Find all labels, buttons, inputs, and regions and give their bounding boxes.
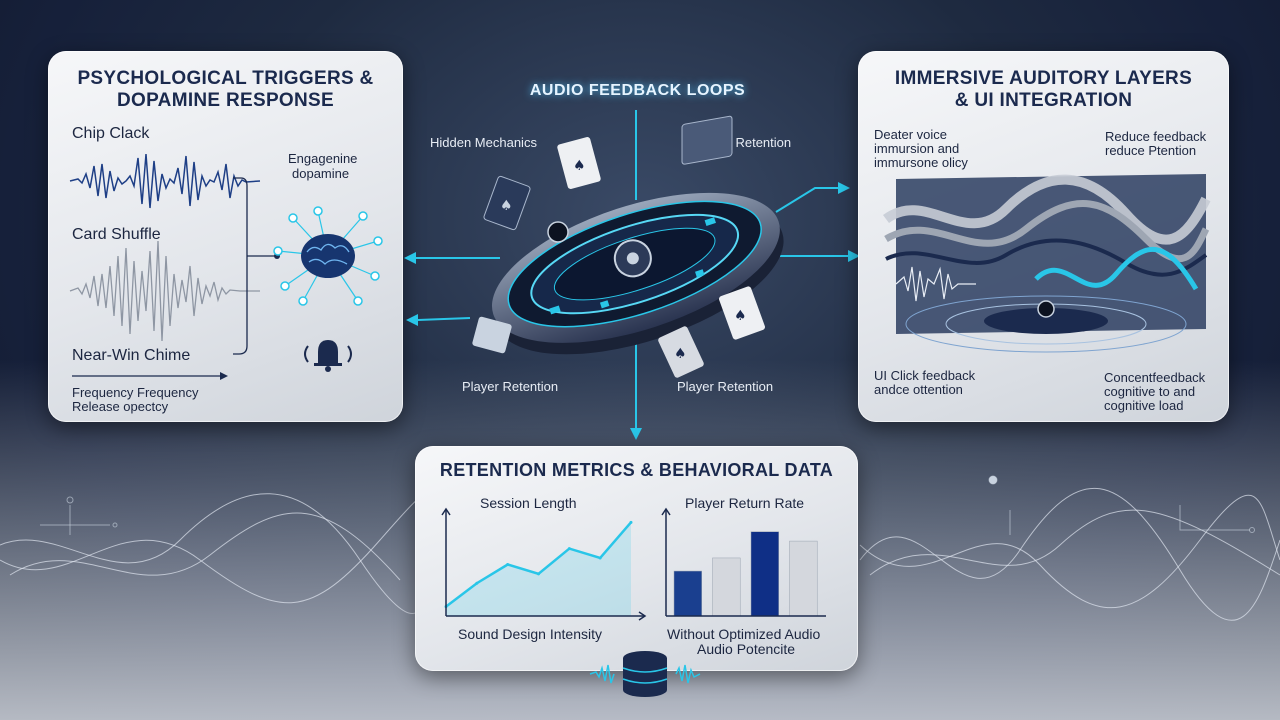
- session-length-area: [446, 522, 631, 616]
- sound-design-intensity-label: Sound Design Intensity: [458, 626, 602, 642]
- player-return-rate-chart: [661, 507, 826, 617]
- svg-text:♠: ♠: [500, 198, 513, 214]
- bottom-panel-title: RETENTION METRICS & BEHAVIORAL DATA: [439, 460, 834, 480]
- cognitive-load-label-line3: cognitive load: [1104, 398, 1184, 413]
- reduce-feedback-label-line1: Reduce feedback: [1105, 129, 1207, 144]
- dealer-voice-label-line1: Deater voice: [874, 127, 947, 142]
- brain-icon: [273, 206, 383, 306]
- left-panel-psychological-triggers: PSYCHOLOGICAL TRIGGERS & DOPAMINE RESPON…: [48, 51, 403, 422]
- brain-label-line1: Engagenine: [288, 151, 358, 166]
- reduce-feedback-label-line2: reduce Ptention: [1105, 143, 1197, 158]
- auditory-layers-illustration: [883, 174, 1211, 353]
- return-rate-bar: [750, 531, 779, 617]
- chip-clack-waveform: [69, 153, 261, 209]
- ui-click-label-line1: UI Click feedback: [874, 368, 976, 383]
- return-rate-bar: [712, 557, 741, 617]
- cognitive-load-label-line1: Concentfeedback: [1104, 370, 1206, 385]
- svg-text:♠: ♠: [734, 308, 747, 324]
- database-icon: [589, 651, 701, 697]
- card-shuffle-label: Card Shuffle: [72, 226, 161, 243]
- bottom-panel-retention-metrics: RETENTION METRICS & BEHAVIORAL DATA Sess…: [415, 446, 858, 671]
- bar-xlabel-line2: Audio Potencite: [697, 641, 796, 657]
- session-length-point: [537, 572, 540, 576]
- bar-xlabel-line1: Without Optimized Audio: [667, 626, 821, 642]
- chip-clack-label: Chip Clack: [72, 125, 150, 142]
- svg-text:♠: ♠: [573, 158, 586, 174]
- audio-feedback-loops-title: AUDIO FEEDBACK LOOPS: [529, 82, 746, 99]
- bar-chart-y-arrow: [661, 507, 671, 516]
- frequency-arrow: [72, 372, 228, 380]
- player-retention-bottom-left-label: Player Retention: [462, 379, 559, 394]
- session-length-chart: [441, 507, 647, 621]
- session-length-title: Session Length: [480, 495, 577, 511]
- session-length-point: [629, 520, 633, 524]
- session-length-point: [506, 563, 510, 566]
- session-length-point: [567, 547, 571, 551]
- player-return-rate-title: Player Return Rate: [685, 495, 805, 511]
- cognitive-load-label-line2: cognitive to and: [1104, 384, 1196, 399]
- brain-label-line2: dopamine: [292, 166, 350, 181]
- player-retention-bottom-right-label: Player Retention: [677, 379, 774, 394]
- return-rate-bar: [673, 570, 702, 617]
- dealer-voice-label-line3: immursone olicy: [874, 155, 968, 170]
- svg-text:♠: ♠: [674, 346, 687, 362]
- near-win-chime-label: Near-Win Chime: [72, 347, 191, 364]
- bell-icon: [304, 340, 352, 372]
- session-length-point: [475, 581, 479, 585]
- frequency-label-line1: Frequency Frequency: [72, 385, 199, 400]
- card-shuffle-waveform: [69, 240, 260, 342]
- right-panel-title-line2: & UI INTEGRATION: [954, 90, 1133, 111]
- right-panel-title-line1: IMMERSIVE AUDITORY LAYERS: [894, 68, 1193, 89]
- line-chart-x-arrow: [638, 611, 647, 621]
- left-panel-title-line2: DOPAMINE RESPONSE: [117, 90, 334, 111]
- ui-click-label-line2: andce ottention: [874, 382, 963, 397]
- line-chart-y-arrow: [441, 507, 451, 516]
- left-panel-title-line1: PSYCHOLOGICAL TRIGGERS &: [77, 68, 374, 89]
- hidden-mechanics-label: Hidden Mechanics: [430, 135, 537, 150]
- return-rate-bar: [789, 540, 818, 617]
- session-length-point: [598, 556, 602, 560]
- poker-table-illustration: ♠ ♠ ♠ ♠: [472, 115, 784, 378]
- frequency-label-line2: Release opectcy: [72, 399, 169, 414]
- dealer-voice-label-line2: immursion and: [874, 141, 960, 156]
- right-panel-immersive-auditory-layers: IMMERSIVE AUDITORY LAYERS & UI INTEGRATI…: [858, 51, 1229, 422]
